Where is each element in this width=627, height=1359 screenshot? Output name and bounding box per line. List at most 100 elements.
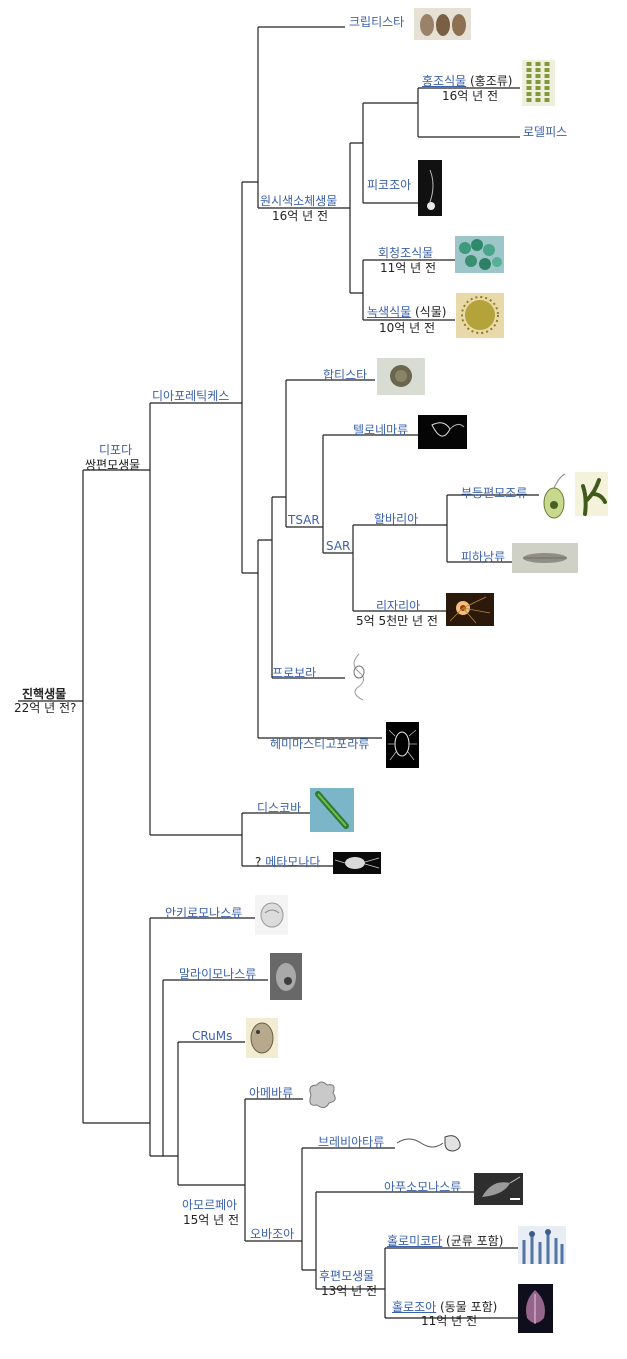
branch-malawi [162,979,268,1157]
haptista-image [377,358,425,395]
viridiplantae-age: 10억 년 전 [379,321,436,335]
rhizaria-age: 5억 5천만 년 전 [356,614,438,628]
opisthokonta-link[interactable]: 후편모생물 [319,1269,375,1283]
holomycota-suffix: (균류 포함) [446,1234,504,1248]
obazoa-link[interactable]: 오바조아 [250,1227,295,1241]
branch-archaeplastida [258,142,363,294]
branch-red-group [362,102,418,204]
amorphea-age: 15억 년 전 [183,1213,240,1227]
tsar-link[interactable]: TSAR [288,513,320,527]
viridiplantae-label: 녹색식물 (식물) [367,305,446,319]
metamonada-uncertain-mark: ? [255,855,262,869]
metamonada-label: ? 메타모나다 [255,855,320,869]
telonemia-link[interactable]: 텔로네마류 [353,423,409,437]
picozoa-link[interactable]: 피코조아 [367,178,412,192]
discoba-image [310,788,354,832]
alveolata-image [512,543,578,573]
metamonada-image [333,852,381,874]
rhodophyta-age: 16억 년 전 [442,89,499,103]
cryptista-image [414,8,471,40]
holomycota-image [518,1226,566,1264]
rhodophyta-image [522,60,555,106]
branch-diaphoretickes [241,181,258,574]
haptista-link[interactable]: 합티스타 [323,368,368,382]
branch-haptista-tsar [285,379,375,528]
viridiplantae-image [456,293,504,338]
holozoa-label: 홀로조아 (동물 포함) [392,1300,497,1314]
branch-sar [352,524,447,612]
branch-amorphea [244,1098,305,1242]
branch-discoba-metamonada [241,812,333,867]
branch-glauco-green [362,259,455,321]
stramenopiles-image-cell [539,471,570,523]
rhodophyta-label: 홍조식물 (홍조류) [422,74,512,88]
archaeplastida-link[interactable]: 원시색소체생물 [260,194,338,208]
viridiplantae-link[interactable]: 녹색식물 [367,305,412,319]
holozoa-age: 11억 년 전 [421,1314,478,1328]
stramenopiles-image-seaweed [575,472,608,516]
halvaria-link[interactable]: 할바리아 [374,512,419,526]
holozoa-image [518,1284,553,1333]
rhodelphis-link[interactable]: 로델피스 [523,125,568,139]
branch-halvaria [446,494,540,563]
apusomonadida-image [474,1173,523,1205]
diphoda-link[interactable]: 디포다 [99,443,133,457]
picozoa-image [418,160,442,216]
rhodophyta-link[interactable]: 홍조식물 [422,74,467,88]
glaucophyta-age: 11억 년 전 [380,261,437,275]
holozoa-link[interactable]: 홀로조아 [392,1300,437,1314]
branch-root [18,469,150,1124]
crums-link[interactable]: CRuMs [192,1029,233,1043]
cryptista-link[interactable]: 크립티스타 [349,15,405,29]
branch-cryptista [257,26,345,208]
branch-crums [177,1041,245,1186]
opisthokonta-age: 13억 년 전 [321,1284,378,1298]
archaeplastida-age: 16억 년 전 [272,209,329,223]
amoebozoa-link[interactable]: 아메바류 [249,1086,294,1100]
hemimastigophora-image [386,722,419,768]
amorphea-link[interactable]: 아모르페아 [182,1198,238,1212]
hemimastigophora-link[interactable]: 헤미마스티고포라류 [270,737,370,751]
amoebozoa-image [303,1077,341,1113]
sar-link[interactable]: SAR [326,539,351,553]
branch-ancyro [149,917,260,1157]
diaphoretickes-link[interactable]: 디아포레틱케스 [152,389,230,403]
branch-obazoa [301,1147,450,1271]
branch-rhodophyta [417,87,520,138]
branch-opisthokonta [384,1247,518,1319]
branch-telonemia [322,434,418,554]
branch-tsar-provora [257,539,382,739]
breviatea-link[interactable]: 브레비아타류 [318,1135,385,1149]
holomycota-label: 홀로미코타 (균류 포함) [387,1234,503,1248]
holozoa-suffix: (동물 포함) [440,1300,498,1314]
stramenopiles-link[interactable]: 부등편모조류 [461,486,528,500]
rhizaria-image [446,593,494,626]
glaucophyta-image [455,236,504,273]
provora-link[interactable]: 프로보라 [272,666,317,680]
malawimonadida-image [270,953,302,1000]
telonemia-image [418,415,467,449]
breviatea-image [395,1131,465,1155]
ancyromonadida-image [255,895,288,935]
rhodophyta-suffix: (홍조류) [470,74,513,88]
crums-image [246,1018,278,1058]
branch-tsar [271,496,345,679]
holomycota-link[interactable]: 홀로미코타 [387,1234,443,1248]
malawimonadida-link[interactable]: 말라이모나스류 [179,967,257,981]
root-label: 진핵생물 [22,687,67,701]
root-age: 22억 년 전? [14,701,77,715]
provora-image [345,650,373,702]
apusomonadida-link[interactable]: 아푸소모나스류 [384,1180,462,1194]
diphoda-alt-name: 쌍편모생물 [85,458,141,472]
glaucophyta-link[interactable]: 회청조식물 [378,246,434,260]
alveolata-link[interactable]: 피하낭류 [461,550,506,564]
metamonada-link[interactable]: 메타모나다 [265,855,321,869]
ancyromonadida-link[interactable]: 안키로모나스류 [165,906,243,920]
rhizaria-link[interactable]: 리자리아 [376,599,421,613]
branch-apuso [315,1191,474,1290]
branch-diphoda [149,402,242,836]
viridiplantae-suffix: (식물) [415,305,447,319]
discoba-link[interactable]: 디스코바 [257,801,302,815]
